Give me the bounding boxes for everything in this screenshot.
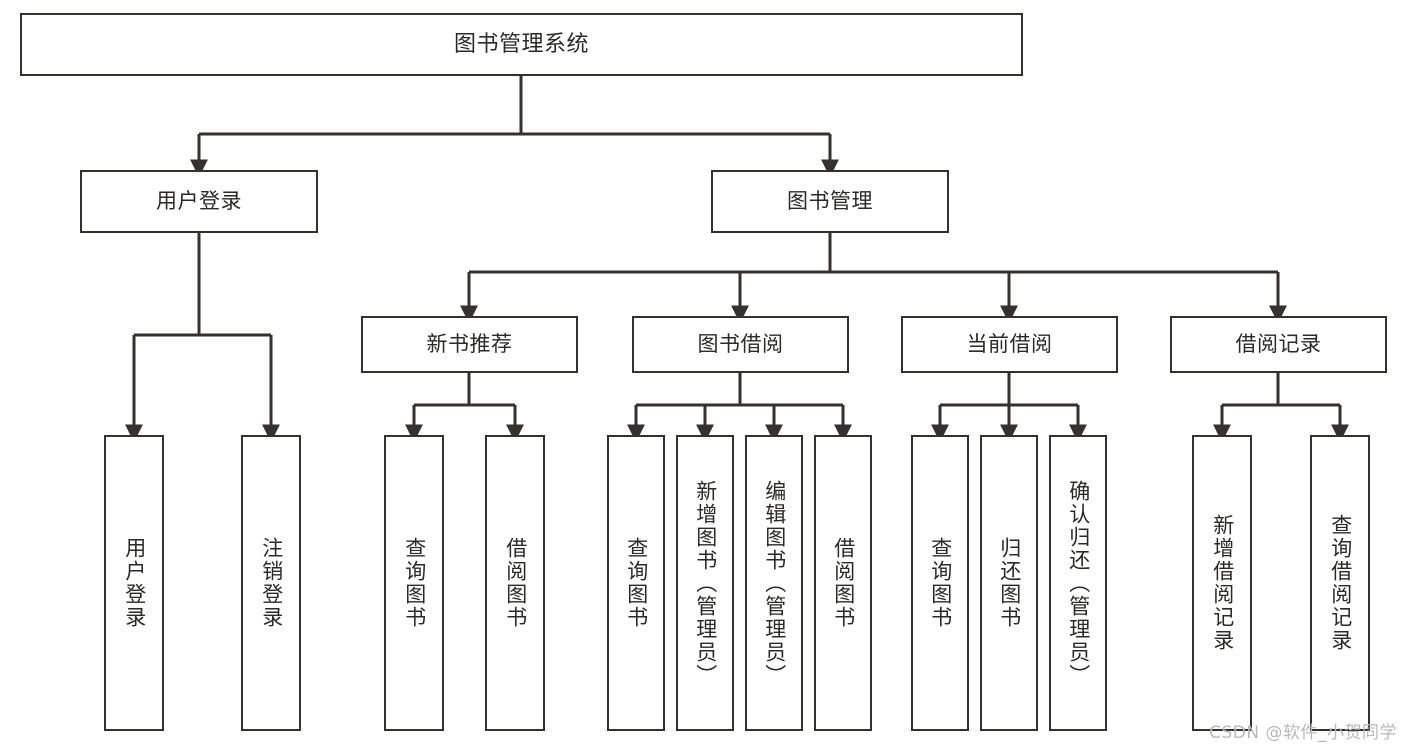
leaf-edit-book-admin-label: 编辑图书（管理员）	[762, 479, 787, 687]
node-new-book-recommend[interactable]: 新书推荐	[361, 316, 578, 373]
leaf-add-book-admin[interactable]: 新增图书（管理员）	[676, 435, 734, 731]
leaf-edit-book-admin[interactable]: 编辑图书（管理员）	[745, 435, 803, 731]
leaf-borrow-book-label: 借阅图书	[831, 537, 856, 629]
node-borrow-record-label: 借阅记录	[1235, 332, 1322, 357]
node-book-borrow[interactable]: 图书借阅	[632, 316, 849, 373]
leaf-logout-login-label: 注销登录	[259, 537, 284, 629]
leaf-borrow-book[interactable]: 借阅图书	[814, 435, 872, 731]
leaf-borrow-book-newbook-label: 借阅图书	[503, 537, 528, 629]
node-book-management-label: 图书管理	[787, 189, 873, 214]
watermark: CSDN @软件_小贺同学	[1209, 723, 1397, 743]
node-user-login-label: 用户登录	[156, 189, 242, 214]
node-new-book-recommend-label: 新书推荐	[426, 332, 513, 357]
node-book-borrow-label: 图书借阅	[697, 332, 784, 357]
leaf-return-book[interactable]: 归还图书	[980, 435, 1038, 731]
node-current-borrow-label: 当前借阅	[966, 332, 1053, 357]
leaf-query-book-current-label: 查询图书	[928, 537, 953, 629]
leaf-logout-login[interactable]: 注销登录	[241, 435, 301, 731]
node-borrow-record[interactable]: 借阅记录	[1170, 316, 1387, 373]
leaf-add-book-admin-label: 新增图书（管理员）	[693, 479, 718, 687]
node-user-login[interactable]: 用户登录	[80, 170, 318, 233]
leaf-confirm-return-admin[interactable]: 确认归还（管理员）	[1049, 435, 1107, 731]
node-root-label: 图书管理系统	[453, 31, 589, 57]
node-book-management[interactable]: 图书管理	[711, 170, 949, 233]
leaf-add-borrow-record-label: 新增借阅记录	[1210, 514, 1235, 652]
leaf-add-borrow-record[interactable]: 新增借阅记录	[1192, 435, 1252, 731]
leaf-query-borrow-record[interactable]: 查询借阅记录	[1310, 435, 1370, 731]
leaf-query-book-borrow[interactable]: 查询图书	[607, 435, 665, 731]
leaf-return-book-label: 归还图书	[997, 537, 1022, 629]
node-root[interactable]: 图书管理系统	[20, 13, 1023, 76]
leaf-query-book-borrow-label: 查询图书	[624, 537, 649, 629]
leaf-query-book-newbook-label: 查询图书	[402, 537, 427, 629]
leaf-user-login-label: 用户登录	[122, 537, 147, 629]
leaf-query-book-newbook[interactable]: 查询图书	[384, 435, 444, 731]
leaf-query-book-current[interactable]: 查询图书	[911, 435, 969, 731]
leaf-confirm-return-admin-label: 确认归还（管理员）	[1066, 479, 1091, 687]
node-current-borrow[interactable]: 当前借阅	[901, 316, 1118, 373]
leaf-query-borrow-record-label: 查询借阅记录	[1328, 514, 1353, 652]
leaf-borrow-book-newbook[interactable]: 借阅图书	[485, 435, 545, 731]
leaf-user-login[interactable]: 用户登录	[104, 435, 164, 731]
